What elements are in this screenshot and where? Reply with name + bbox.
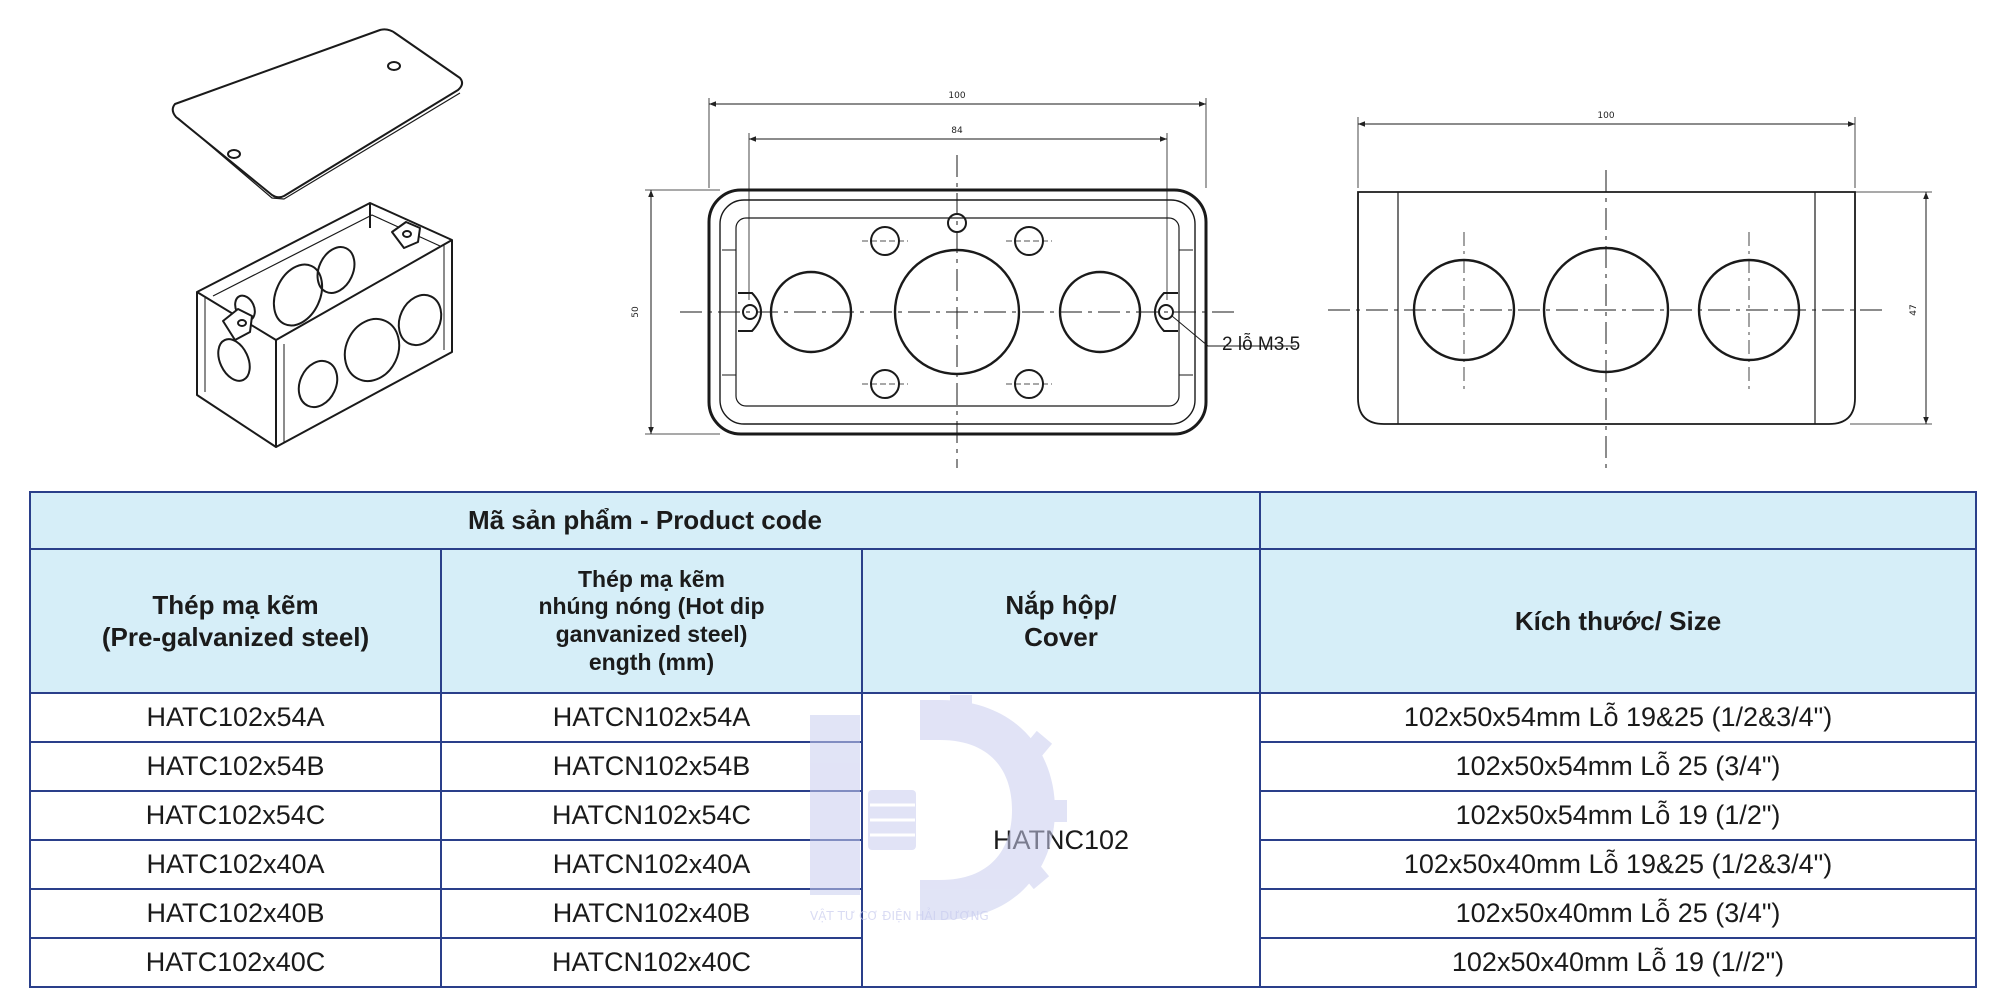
col-header-pre-galvanized: Thép mạ kẽm (Pre-galvanized steel): [29, 548, 442, 694]
hot-dip-code: HATCN102x54B: [440, 741, 863, 792]
front-view-drawing: [645, 98, 1296, 468]
blank-header-cell: [1259, 491, 1978, 550]
dim-front-width: 100: [948, 91, 965, 101]
col-header-hot-dip: Thép mạ kẽm nhúng nóng (Hot dip ganvaniz…: [440, 548, 863, 694]
dim-side-height: 47: [1909, 304, 1919, 315]
size-spec: 102x50x40mm Lỗ 19&25 (1/2&3/4"): [1259, 839, 1978, 890]
cover-code: HATNC102: [860, 692, 1262, 988]
table-row: HATC102x54A HATCN102x54A HATNC102 102x50…: [29, 692, 1978, 988]
technical-drawings: 100 84 50 2 lỗ M3.5 100 47: [171, 28, 1932, 468]
size-spec: 102x50x54mm Lỗ 25 (3/4"): [1259, 741, 1978, 792]
dim-side-width: 100: [1597, 111, 1614, 121]
product-code-group-header: Mã sản phẩm - Product code: [28, 491, 1262, 550]
hot-dip-code: HATCN102x40A: [440, 839, 863, 890]
pre-galvanized-code: HATC102x54A: [29, 692, 442, 743]
col-header-size: Kích thước/ Size: [1259, 548, 1978, 694]
size-spec: 102x50x40mm Lỗ 25 (3/4"): [1259, 888, 1978, 939]
table-row: HATC102x40A HATCN102x40A 102x50x40mm Lỗ …: [29, 839, 1978, 890]
pre-galvanized-code: HATC102x40B: [29, 888, 442, 939]
pre-galvanized-code: HATC102x40C: [29, 937, 442, 988]
table-row: HATC102x40C HATCN102x40C 102x50x40mm Lỗ …: [29, 937, 1978, 988]
box-body: [196, 202, 453, 448]
pre-galvanized-code: HATC102x54C: [29, 790, 442, 841]
table-row: HATC102x40B HATCN102x40B 102x50x40mm Lỗ …: [29, 888, 1978, 939]
dim-front-inner-width: 84: [951, 126, 963, 136]
product-code-table: Mã sản phẩm - Product code Thép mạ kẽm (…: [28, 491, 1978, 988]
size-spec: 102x50x40mm Lỗ 19 (1//2"): [1259, 937, 1978, 988]
pre-galvanized-code: HATC102x54B: [29, 741, 442, 792]
cover-plate: [171, 28, 464, 200]
hot-dip-code: HATCN102x54C: [440, 790, 863, 841]
dim-front-height: 50: [631, 306, 641, 318]
col-header-cover: Nắp hộp/ Cover: [860, 548, 1262, 694]
table-row: HATC102x54B HATCN102x54B 102x50x54mm Lỗ …: [29, 741, 1978, 792]
hot-dip-code: HATCN102x54A: [440, 692, 863, 743]
side-view-drawing: [1328, 117, 1932, 468]
isometric-box-illustration: [171, 28, 464, 448]
size-spec: 102x50x54mm Lỗ 19 (1/2"): [1259, 790, 1978, 841]
table-row: HATC102x54C HATCN102x54C 102x50x54mm Lỗ …: [29, 790, 1978, 841]
hot-dip-code: HATCN102x40C: [440, 937, 863, 988]
hot-dip-code: HATCN102x40B: [440, 888, 863, 939]
hole-note: 2 lỗ M3.5: [1222, 333, 1300, 355]
size-spec: 102x50x54mm Lỗ 19&25 (1/2&3/4"): [1259, 692, 1978, 743]
pre-galvanized-code: HATC102x40A: [29, 839, 442, 890]
